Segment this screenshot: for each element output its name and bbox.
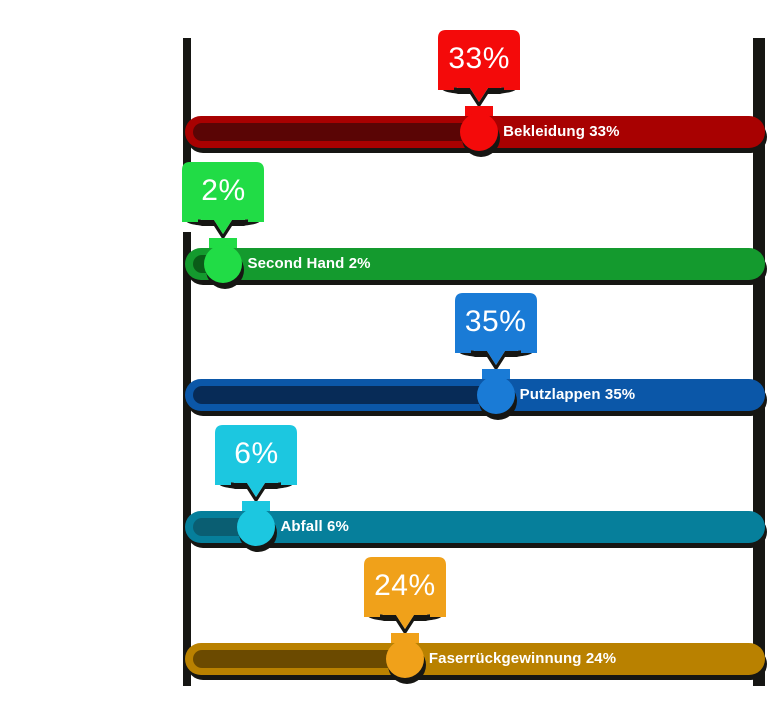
value-callout-abfall: 6%: [213, 425, 300, 503]
callout-shape-abfall: [213, 425, 300, 503]
callout-value-bekleidung: 33%: [448, 42, 510, 75]
bar-label-abfall: Abfall 6%: [280, 518, 349, 535]
value-callout-second-hand: 2%: [180, 162, 267, 240]
value-callout-bekleidung: 33%: [436, 30, 523, 108]
slider-track-second-hand[interactable]: [185, 248, 765, 280]
callout-shape-faserrueckgewinnung: [361, 557, 448, 635]
slider-track-putzlappen[interactable]: [185, 379, 765, 411]
slider-track-faserrueckgewinnung[interactable]: [185, 643, 765, 675]
bar-label-faserrueckgewinnung: Faserrückgewinnung 24%: [428, 650, 617, 667]
slider-knob-bekleidung[interactable]: [460, 113, 499, 151]
callout-value-faserrueckgewinnung: 24%: [374, 569, 436, 602]
slider-knob-faserrueckgewinnung[interactable]: [385, 640, 424, 678]
value-callout-faserrueckgewinnung: 24%: [361, 557, 448, 635]
value-callout-putzlappen: 35%: [452, 293, 539, 371]
slider-knob-abfall[interactable]: [237, 508, 276, 546]
slider-row-second-hand[interactable]: 2% Second Hand 2%: [0, 0, 771, 289]
slider-row-bekleidung[interactable]: 33% Bekleidung 33%: [0, 0, 771, 157]
callout-value-abfall: 6%: [234, 437, 279, 470]
callout-value-second-hand: 2%: [201, 174, 246, 207]
callout-value-putzlappen: 35%: [464, 305, 527, 338]
slider-row-faserrueckgewinnung[interactable]: 24% Faserrückgewinnung 24%: [0, 0, 771, 684]
bar-label-bekleidung: Bekleidung 33%: [503, 123, 620, 140]
slider-fill-faserrueckgewinnung: [193, 650, 405, 668]
slider-fill-putzlappen: [193, 386, 496, 404]
slider-fill-bekleidung: [193, 123, 480, 141]
bar-label-second-hand: Second Hand 2%: [247, 255, 371, 272]
slider-row-putzlappen[interactable]: 35% Putzlappen 35%: [0, 0, 771, 420]
axis-rail-left: [183, 38, 191, 686]
slider-row-abfall[interactable]: 6% Abfall 6%: [0, 0, 771, 552]
slider-knob-second-hand[interactable]: [204, 245, 243, 283]
callout-shape-bekleidung: [436, 30, 523, 108]
slider-knob-putzlappen[interactable]: [476, 376, 515, 414]
callout-shape-putzlappen: [452, 293, 539, 371]
bar-label-putzlappen: Putzlappen 35%: [519, 386, 636, 403]
callout-shape-second-hand: [180, 162, 267, 240]
